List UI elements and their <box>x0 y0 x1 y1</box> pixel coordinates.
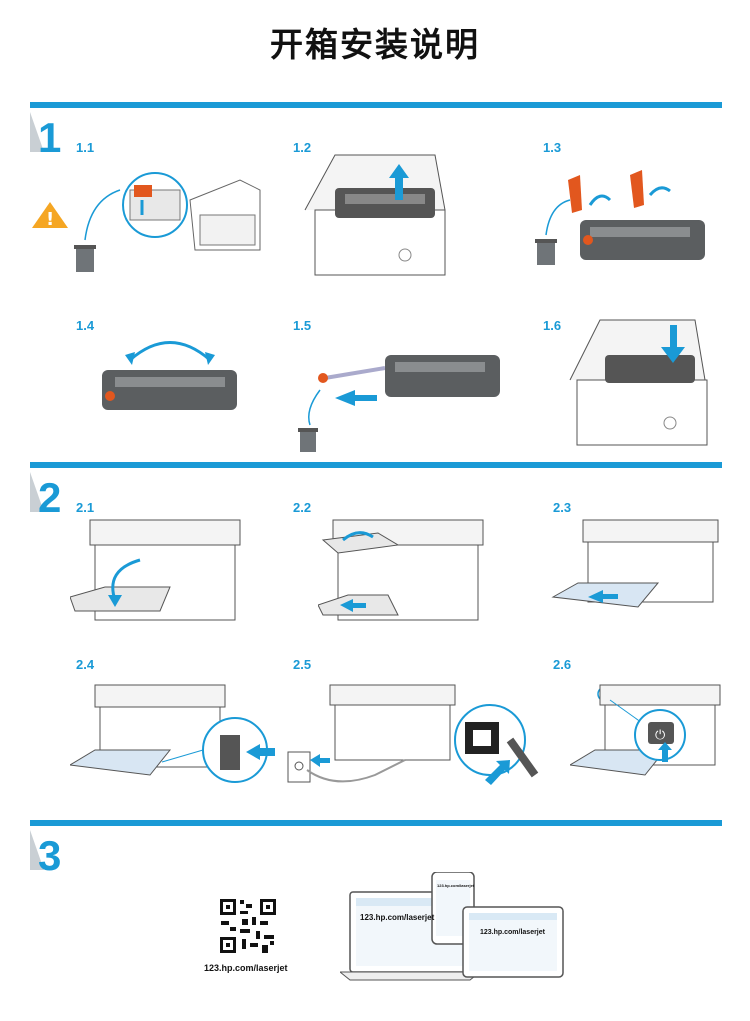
trash-bin-icon <box>298 428 318 452</box>
svg-text:!: ! <box>46 209 54 230</box>
power-outlet-icon <box>287 751 311 783</box>
svg-text:⏻: ⏻ <box>655 728 665 743</box>
laptop-screen-url: 123.hp.com/laserjet <box>360 913 435 922</box>
step-label: 1.1 <box>76 140 95 155</box>
step-1-3-illustration <box>530 165 720 275</box>
step-label: 2.2 <box>293 500 312 515</box>
step-2-5-illustration <box>285 680 550 795</box>
step-1-4-illustration <box>90 330 250 420</box>
section-3-divider <box>30 820 722 826</box>
step-2-3-illustration <box>548 515 723 615</box>
step-label: 1.4 <box>76 318 95 333</box>
step-1-2-illustration <box>295 150 455 290</box>
trash-bin-icon <box>535 239 557 265</box>
section-number-text: 3 <box>38 832 61 879</box>
qr-url-caption: 123.hp.com/laserjet <box>204 963 288 973</box>
power-button-icon: ⏻ <box>648 722 674 744</box>
trash-bin-icon <box>74 245 96 272</box>
warning-icon: ! <box>32 202 68 230</box>
step-1-6-illustration <box>565 315 715 450</box>
page-title: 开箱安装说明 <box>270 25 480 64</box>
section-number-text: 1 <box>38 114 61 161</box>
step-label: 2.3 <box>553 500 572 515</box>
step-label: 1.6 <box>543 318 562 333</box>
step-label: 2.1 <box>76 500 95 515</box>
step-2-4-illustration <box>70 680 280 785</box>
section-1-divider <box>30 102 722 108</box>
step-2-6-illustration: ⏻ <box>570 680 725 785</box>
step-label: 2.6 <box>553 657 572 672</box>
step-label: 1.3 <box>543 140 562 155</box>
step-label: 1.5 <box>293 318 312 333</box>
step-label: 1.2 <box>293 140 312 155</box>
section-number-text: 2 <box>38 474 61 521</box>
tablet-icon <box>462 906 564 978</box>
step-label: 2.5 <box>293 657 312 672</box>
section-3-number: 3 <box>30 830 90 890</box>
section-1-number: 1 <box>30 112 90 172</box>
step-2-2-illustration <box>318 515 493 630</box>
step-2-1-illustration <box>70 515 245 630</box>
step-label: 2.4 <box>76 657 95 672</box>
section-2-number: 2 <box>30 472 90 532</box>
section-2-divider <box>30 462 722 468</box>
qr-code[interactable] <box>218 897 278 955</box>
phone-screen-url: 123.hp.com/laserjet <box>437 883 475 888</box>
step-1-1-illustration: ! <box>30 160 270 280</box>
devices-illustration <box>340 872 570 982</box>
step-1-5-illustration <box>295 340 515 460</box>
tablet-screen-url: 123.hp.com/laserjet <box>480 929 545 936</box>
